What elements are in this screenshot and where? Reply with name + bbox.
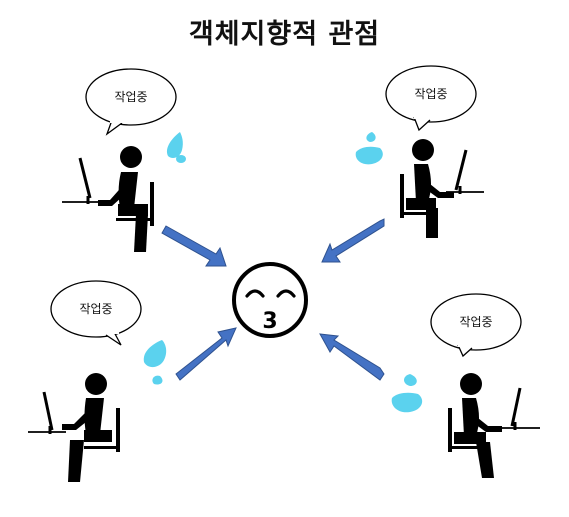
arrows [161, 218, 385, 381]
speech-bubble-top-right: 작업중 [385, 65, 477, 132]
sweat-drops-bottom-right [391, 374, 423, 413]
person-icon-bottom-left [28, 373, 120, 482]
arrow-from-bottom-right [319, 333, 385, 381]
kissing-face-icon: 3 [232, 262, 308, 338]
arrow-from-top-right [321, 218, 385, 263]
arrow-from-top-left [161, 225, 227, 267]
speech-text-top-right: 작업중 [414, 87, 447, 101]
speech-text-top-left: 작업중 [114, 90, 147, 104]
person-icon-top-left [62, 146, 154, 252]
sweat-drops-top-right [355, 132, 383, 165]
sweat-drops-bottom-left [143, 340, 167, 385]
person-icon-top-right [400, 139, 484, 238]
speech-bubble-bottom-left: 작업중 [50, 280, 142, 346]
person-icon-bottom-right [448, 373, 540, 478]
face-mouth: 3 [262, 309, 277, 334]
speech-text-bottom-right: 작업중 [459, 315, 492, 329]
worker-top-left: 작업중 [62, 68, 186, 252]
arrow-from-bottom-left [175, 327, 237, 381]
worker-bottom-left: 작업중 [28, 280, 167, 482]
sweat-drops-top-left [166, 132, 186, 163]
worker-top-right: 작업중 [355, 65, 484, 238]
worker-bottom-right: 작업중 [391, 293, 540, 478]
page-title: 객체지향적 관점 [188, 19, 381, 50]
speech-bubble-bottom-right: 작업중 [430, 293, 522, 358]
speech-text-bottom-left: 작업중 [79, 302, 112, 316]
speech-bubble-top-left: 작업중 [85, 68, 177, 136]
